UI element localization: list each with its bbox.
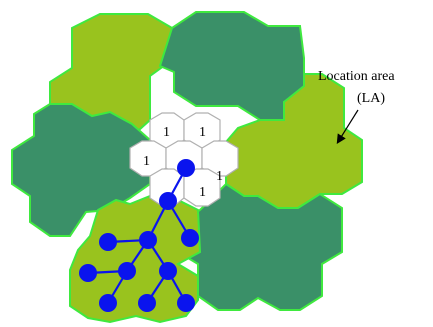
annotation-line1: Location area [318, 69, 395, 84]
tree-node [177, 159, 195, 177]
location-area-top-right [158, 11, 305, 121]
tree-node [177, 294, 195, 312]
tree-node [138, 294, 156, 312]
tree-node [181, 229, 199, 247]
annotation-line2: (LA) [357, 91, 385, 106]
cell-label: 1 [199, 125, 206, 140]
tree-node [99, 294, 117, 312]
annotation-arrow [336, 109, 359, 145]
tree-nodes [79, 159, 199, 312]
tree-node [159, 192, 177, 210]
center-cell [183, 168, 221, 207]
tree-node [139, 231, 157, 249]
center-cells [129, 112, 239, 207]
tree-node [118, 262, 136, 280]
cell-label: 1 [199, 185, 206, 200]
cell-label: 1 [143, 154, 150, 169]
tree-node [79, 264, 97, 282]
tree-node [159, 262, 177, 280]
cell-label: 1 [216, 169, 223, 184]
cell-label: 1 [163, 125, 170, 140]
tree-node [99, 233, 117, 251]
